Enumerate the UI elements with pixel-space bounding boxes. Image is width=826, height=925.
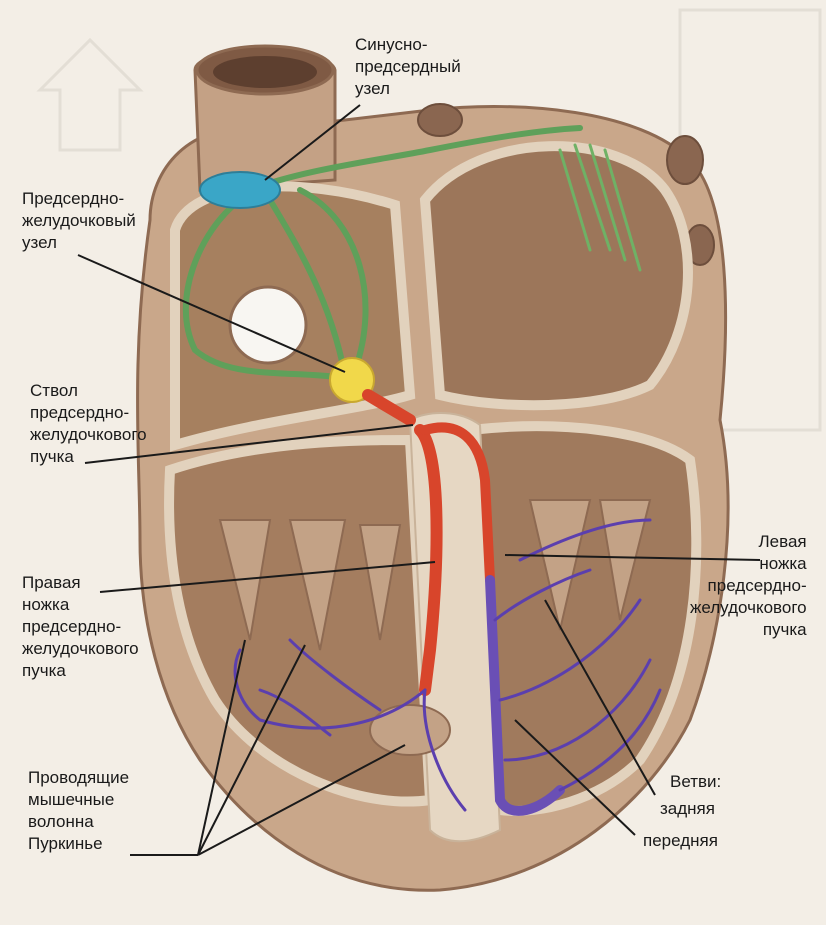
pulmonary-vein bbox=[418, 104, 462, 136]
label-purkinje: Проводящие мышечные волонна Пуркинье bbox=[28, 767, 129, 855]
label-right-branch: Правая ножка предсердно- желудочкового п… bbox=[22, 572, 139, 682]
label-anterior: передняя bbox=[643, 830, 718, 852]
label-bundle-trunk: Ствол предсердно- желудочкового пучка bbox=[30, 380, 147, 468]
left-atrium bbox=[425, 146, 688, 405]
pulmonary-vein bbox=[667, 136, 703, 184]
inferior-vena-cava-opening bbox=[230, 287, 306, 363]
label-branches: Ветви: bbox=[670, 771, 721, 793]
label-sa-node: Синусно- предсердный узел bbox=[355, 34, 461, 100]
label-av-node: Предсердно- желудочковый узел bbox=[22, 188, 136, 254]
label-left-branch: Левая ножка предсердно- желудочкового пу… bbox=[690, 531, 807, 641]
label-posterior: задняя bbox=[660, 798, 715, 820]
